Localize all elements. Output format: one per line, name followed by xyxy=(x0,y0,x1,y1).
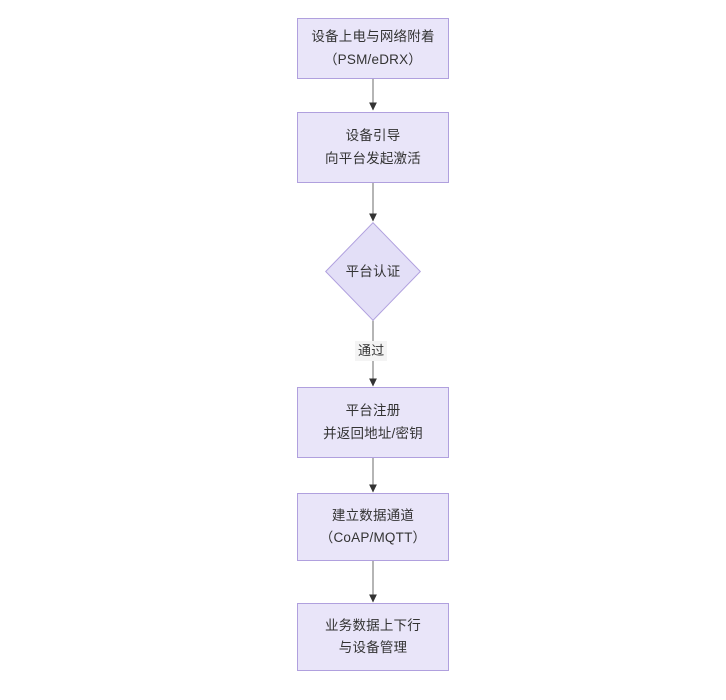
node-label-line: 设备引导 xyxy=(345,128,401,144)
node-label-line: （PSM/eDRX） xyxy=(323,51,423,67)
node-label-line: 建立数据通道 xyxy=(331,507,415,523)
node-label-line: 与设备管理 xyxy=(338,640,408,655)
node-label-line: 平台注册 xyxy=(345,403,401,419)
node-label-line: 业务数据上下行 xyxy=(325,617,421,633)
node-establish-data-channel[interactable]: 建立数据通道 （CoAP/MQTT） xyxy=(297,493,449,561)
node-label-line: 向平台发起激活 xyxy=(325,150,421,166)
node-platform-authentication[interactable]: 平台认证 xyxy=(325,222,421,321)
node-device-power-on[interactable]: 设备上电与网络附着 （PSM/eDRX） xyxy=(297,18,449,79)
node-device-bootstrap[interactable]: 设备引导 向平台发起激活 xyxy=(297,112,449,183)
node-label-line: 设备上电与网络附着 xyxy=(311,29,435,45)
node-label-line: 并返回地址/密钥 xyxy=(323,425,423,441)
edge-label-pass: 通过 xyxy=(355,341,388,362)
node-platform-registration[interactable]: 平台注册 并返回地址/密钥 xyxy=(297,387,449,458)
node-label-line: （CoAP/MQTT） xyxy=(319,530,427,545)
diamond-shape xyxy=(325,222,421,321)
node-service-data-and-device-management[interactable]: 业务数据上下行 与设备管理 xyxy=(297,603,449,671)
node-label: 平台认证 xyxy=(345,263,401,279)
